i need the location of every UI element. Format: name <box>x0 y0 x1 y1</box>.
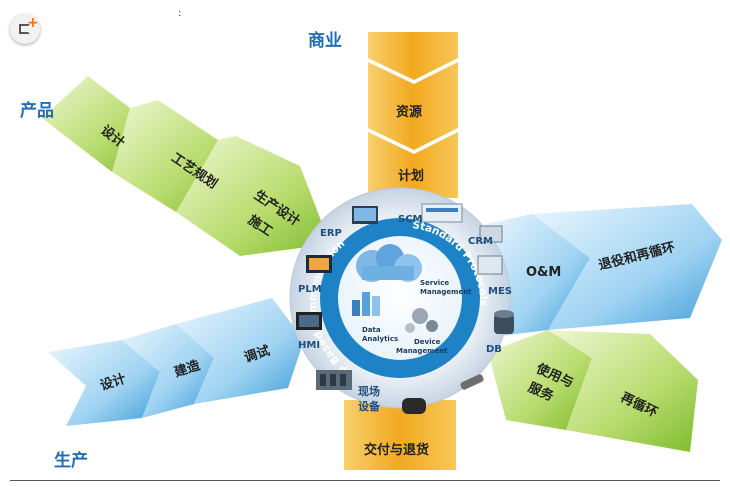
central-ring: IP Based Communication Standard Protocol… <box>289 187 511 409</box>
ring-label-erp: ERP <box>320 228 342 239</box>
use-service-chevron <box>488 330 592 430</box>
production-arrow <box>48 298 304 426</box>
ring-label-field-2: 设备 <box>358 399 381 413</box>
ring-label-crm: CRM <box>468 236 493 247</box>
analytics-chart-icon <box>352 292 380 316</box>
ring-label-hmi: HMI <box>298 340 320 351</box>
production-chevron-2 <box>122 324 214 418</box>
service-top-step-1: O&M <box>526 265 561 280</box>
service-label-2: Management <box>420 288 472 296</box>
section-production: 生产 <box>54 450 88 471</box>
business-chevron-4 <box>344 400 456 470</box>
recycle-chevron-top <box>532 204 722 330</box>
service-label-1: Service <box>420 279 449 287</box>
ring-icons <box>296 203 514 414</box>
ring-label-plm: PLM <box>298 284 322 295</box>
service-arrow-bottom <box>488 330 698 452</box>
recycle-chevron-bottom <box>548 330 698 452</box>
analytics-label-2: Analytics <box>362 335 398 343</box>
device-label-2: Management <box>396 347 448 355</box>
service-arrow-top <box>486 204 722 336</box>
section-business: 商业 <box>308 30 342 51</box>
cloud-puzzle-icon <box>356 244 422 282</box>
device-gears-icon <box>405 308 438 333</box>
plus-icon: + <box>27 15 39 31</box>
analytics-label-1: Data <box>362 326 381 334</box>
production-step-3: 调试 <box>242 343 272 366</box>
production-step-1: 设计 <box>98 371 128 394</box>
bottom-divider <box>10 480 720 481</box>
production-step-2: 建造 <box>172 357 203 381</box>
business-step-2: 计划 <box>398 168 424 184</box>
crm-server-icon <box>479 225 503 243</box>
business-chevron-1 <box>368 32 458 80</box>
business-step-3: 交付与退货 <box>364 442 429 458</box>
device-label-1: Device <box>414 338 441 346</box>
ring-label-db: DB <box>486 344 502 355</box>
motor-icon <box>402 398 426 414</box>
production-chevron-3 <box>176 298 304 404</box>
product-arrow <box>42 76 330 256</box>
db-cylinder-icon <box>494 310 514 334</box>
frame-icon <box>19 24 30 34</box>
ring-label-scm: SCM <box>398 214 423 225</box>
ring-label-mes: MES <box>488 286 512 297</box>
business-arrow <box>344 32 458 470</box>
corner-mark: : <box>178 8 182 19</box>
om-chevron <box>486 214 590 336</box>
plc-module-icon <box>316 370 352 390</box>
ring-label-field-1: 现场 <box>358 384 380 398</box>
erp-monitor-icon <box>352 206 378 224</box>
hmi-panel-icon <box>296 312 322 330</box>
product-chevron-3 <box>176 136 330 256</box>
scm-screen-icon <box>421 203 463 223</box>
plm-screen-icon <box>306 255 332 273</box>
business-chevron-3 <box>368 132 458 198</box>
business-step-1: 资源 <box>396 104 422 120</box>
business-chevron-2 <box>368 62 458 150</box>
production-chevron-1 <box>48 340 160 426</box>
sensor-probe-icon <box>460 374 484 390</box>
section-product: 产品 <box>20 100 54 121</box>
share-button[interactable]: + <box>10 14 40 44</box>
mes-monitor-icon <box>477 255 503 275</box>
